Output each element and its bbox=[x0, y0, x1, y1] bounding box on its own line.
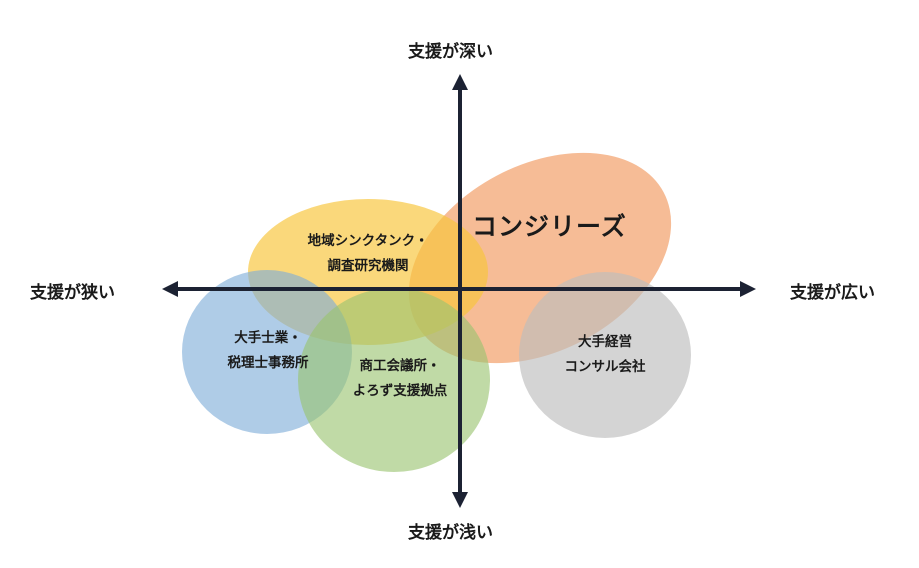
think-tank-label-line1: 地域シンクタンク・ bbox=[307, 233, 429, 249]
axis-label-left: 支援が狭い bbox=[30, 283, 115, 303]
big-consulting-label: 大手経営 コンサル会社 bbox=[550, 330, 660, 380]
accounting-label-line2: 税理士事務所 bbox=[227, 355, 309, 371]
axis-label-bottom: 支援が浅い bbox=[408, 523, 493, 543]
accounting-label: 大手士業・ 税理士事務所 bbox=[213, 326, 323, 376]
axis-label-top: 支援が深い bbox=[408, 42, 493, 62]
chamber-label: 商工会議所・ よろず支援拠点 bbox=[340, 354, 460, 404]
think-tank-label-line2: 調査研究機関 bbox=[327, 258, 409, 274]
big-consulting-circle bbox=[519, 272, 691, 438]
big-consulting-label-line2: コンサル会社 bbox=[564, 359, 646, 375]
axis-label-right: 支援が広い bbox=[790, 283, 875, 303]
chamber-circle bbox=[298, 288, 490, 472]
accounting-label-line1: 大手士業・ bbox=[234, 330, 302, 346]
consulting-label: コンジリーズ bbox=[472, 212, 627, 241]
chamber-label-line1: 商工会議所・ bbox=[359, 358, 441, 374]
think-tank-label: 地域シンクタンク・ 調査研究機関 bbox=[298, 229, 438, 279]
big-consulting-label-line1: 大手経営 bbox=[578, 334, 632, 350]
chamber-label-line2: よろず支援拠点 bbox=[352, 383, 448, 399]
